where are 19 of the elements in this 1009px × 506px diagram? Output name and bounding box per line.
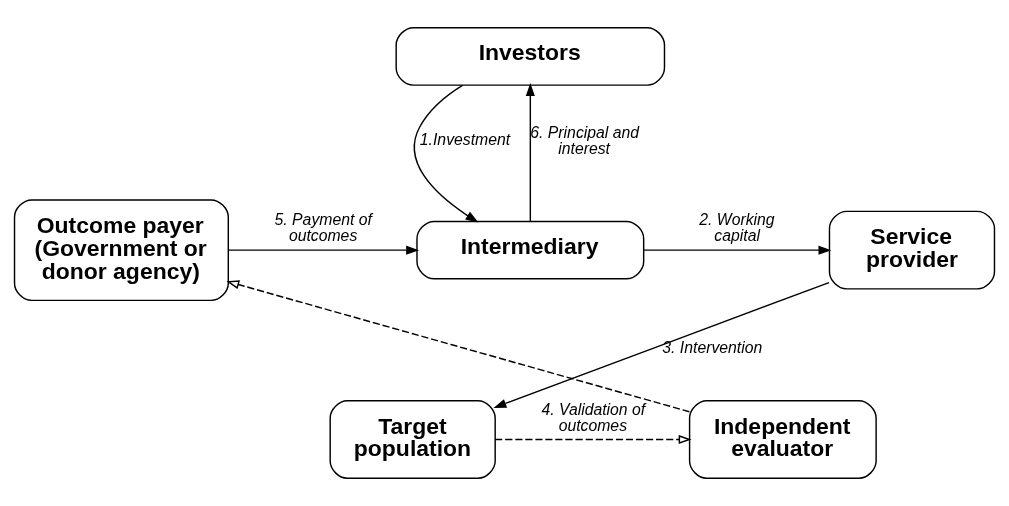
arrow	[227, 245, 420, 255]
node-box: Outcome payer (Government or donor agency)	[13, 199, 229, 302]
node-box: Target population	[329, 400, 496, 479]
edge-label: 2. Working capital	[699, 211, 775, 245]
node-box: Independent evaluator	[688, 400, 877, 479]
edge-label: 1.Investment	[419, 131, 511, 149]
node-box: Service provider	[828, 210, 996, 290]
arrow	[413, 84, 479, 223]
node-box: Intermediary	[416, 220, 645, 280]
edge-label: 4. Validation of outcomes	[541, 400, 646, 434]
arrow	[493, 281, 830, 408]
arrow	[525, 83, 535, 223]
edge-label: 6. Principal and interest	[530, 123, 640, 157]
edge-label: 5. Payment of outcomes	[274, 211, 372, 245]
arrow	[643, 245, 832, 255]
edge-label: 3. Intervention	[662, 339, 763, 357]
node-box: Investors	[395, 27, 666, 86]
arrow	[494, 435, 692, 445]
arrow	[226, 280, 691, 413]
